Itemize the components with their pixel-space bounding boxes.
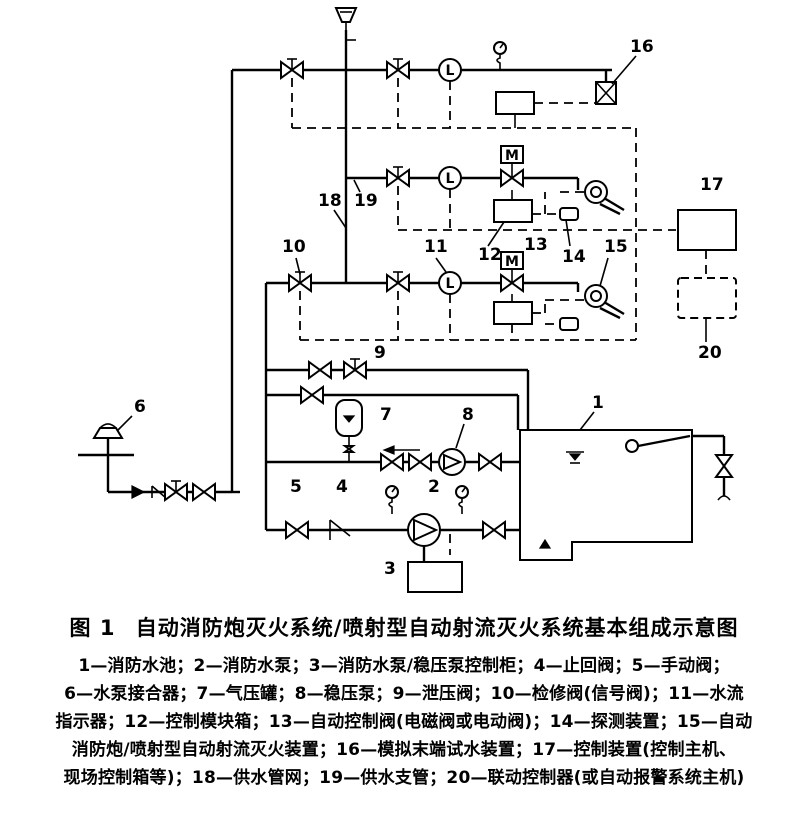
legend-line-3: 指示器；12—控制模块箱；13—自动控制阀(电磁阀或电动阀)；14—探测装置；1…: [55, 712, 753, 732]
callout-5: 5: [290, 477, 302, 497]
pump-control-cabinet: [407, 561, 463, 593]
top-branch: L: [280, 41, 617, 128]
figure-caption: 图 1 自动消防炮灭火系统/喷射型自动射流灭火系统基本组成示意图 1—消防水池；…: [0, 612, 808, 792]
legend-line-5: 现场控制箱等)；18—供水管网；19—供水支管；20—联动控制器(或自动报警系统…: [63, 768, 745, 788]
legend-line-2: 6—水泵接合器；7—气压罐；8—稳压泵；9—泄压阀；10—检修阀(信号阀)；11…: [64, 684, 744, 704]
callout-15: 15: [604, 237, 628, 257]
callout-8: 8: [462, 405, 474, 425]
callout-20: 20: [698, 343, 722, 363]
callout-3: 3: [384, 559, 396, 579]
callout-13: 13: [524, 235, 548, 255]
callout-16: 16: [630, 37, 654, 57]
callout-19: 19: [354, 191, 378, 211]
legend-line-1: 1—消防水池；2—消防水泵；3—消防水泵/稳压泵控制柜；4—止回阀；5—手动阀；: [78, 656, 730, 676]
flow-indicator-label: L: [446, 171, 455, 187]
system-diagram: L L M: [78, 7, 737, 593]
riser-top-vent: [334, 7, 358, 41]
callout-11: 11: [424, 237, 448, 257]
callout-12: 12: [478, 245, 502, 265]
callout-6: 6: [134, 397, 146, 417]
motor-box: [500, 145, 524, 164]
legend-line-4: 消防炮/喷射型自动射流灭火装置；16—模拟末端试水装置；17—控制装置(控制主机…: [71, 740, 737, 760]
fire-water-pool: [519, 429, 693, 561]
callout-17: 17: [700, 175, 724, 195]
callout-9: 9: [374, 343, 386, 363]
motor-label: M: [505, 254, 519, 270]
lower-branch: L M: [288, 251, 625, 331]
flow-indicator-label: L: [446, 276, 455, 292]
pump-room: [232, 358, 733, 593]
motor-box: [500, 251, 524, 270]
flow-indicator-label: L: [446, 63, 455, 79]
signal-lines: [291, 78, 707, 555]
callout-14: 14: [562, 247, 586, 267]
callout-18: 18: [318, 191, 342, 211]
figure-title: 自动消防炮灭火系统/喷射型自动射流灭火系统基本组成示意图: [135, 616, 739, 640]
callout-10: 10: [282, 237, 306, 257]
figure-label: 图 1: [69, 616, 116, 640]
pump-adapter: [78, 423, 232, 501]
callouts: 1 2 3 4 5 6 7 8 9 10 11 12 13 14 15 16 1…: [117, 37, 724, 579]
control-device: [677, 209, 737, 251]
figure-title-row: 图 1 自动消防炮灭火系统/喷射型自动射流灭火系统基本组成示意图: [0, 612, 808, 642]
callout-4: 4: [336, 477, 348, 497]
linkage-controller: [677, 277, 737, 319]
callout-1: 1: [592, 393, 604, 413]
motor-label: M: [505, 148, 519, 164]
middle-branch: L M: [386, 145, 625, 223]
callout-7: 7: [380, 405, 392, 425]
callout-2: 2: [428, 477, 440, 497]
